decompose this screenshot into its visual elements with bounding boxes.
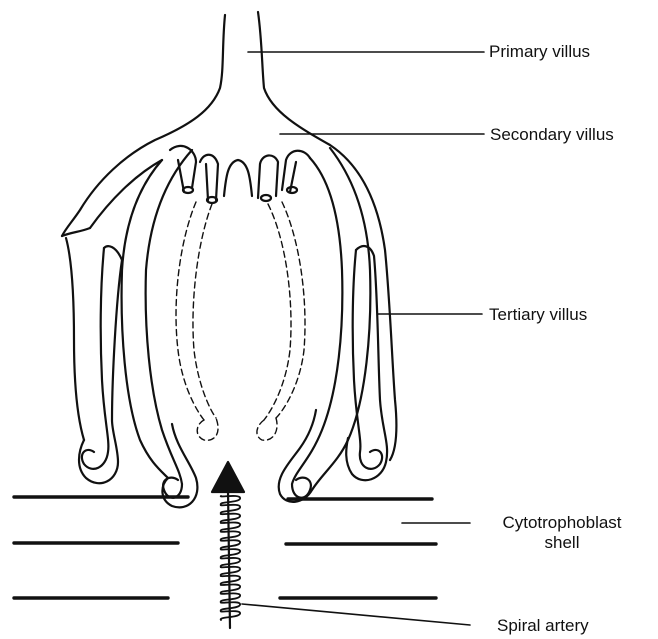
label-cytotrophoblast-line2: shell — [487, 533, 637, 553]
secondary-villus-fingers — [170, 146, 310, 203]
spiral-artery — [212, 462, 244, 628]
left-inner-branch — [122, 150, 198, 507]
label-tertiary-villus: Tertiary villus — [489, 305, 587, 325]
label-spiral-artery: Spiral artery — [497, 616, 589, 636]
label-primary-villus: Primary villus — [489, 42, 590, 62]
label-secondary-villus: Secondary villus — [490, 125, 614, 145]
label-cytotrophoblast-line1: Cytotrophoblast — [487, 513, 637, 533]
label-cytotrophoblast-shell: Cytotrophoblast shell — [487, 513, 637, 553]
fetal-capillaries — [176, 202, 305, 440]
right-inner-branch — [279, 148, 371, 502]
leader-lines — [242, 52, 484, 625]
